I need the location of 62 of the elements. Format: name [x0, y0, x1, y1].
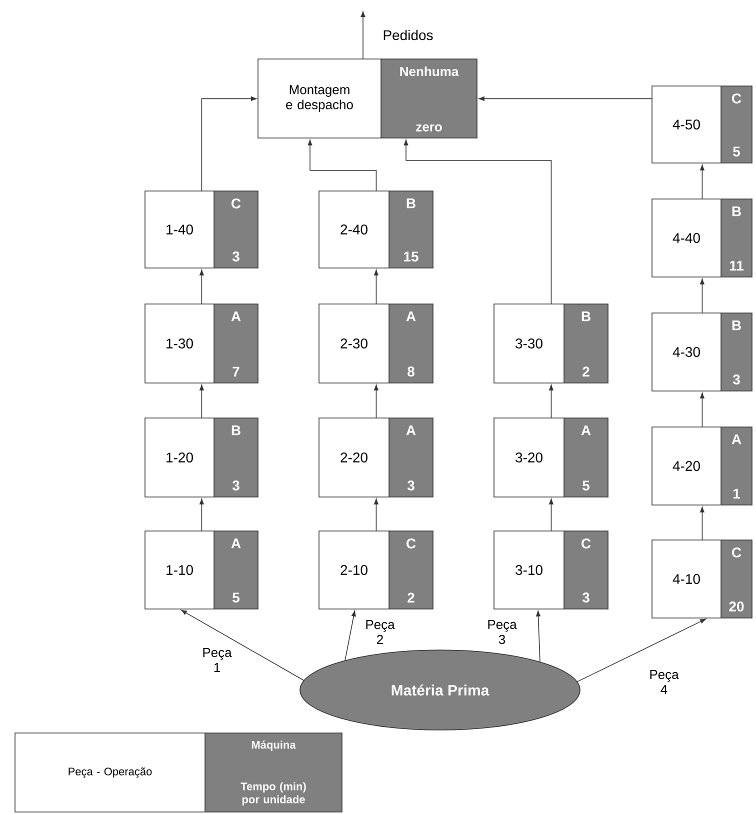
arrow	[404, 140, 552, 304]
edge-label: Pedidos	[382, 28, 434, 42]
operation-box: 4-20 A 1	[652, 426, 752, 506]
operation-box: 2-30 A 8	[318, 304, 434, 384]
edge-label: Peça 4	[648, 669, 680, 695]
operation-box: 2-10 C 2	[318, 530, 434, 610]
edge-label: Peça 2	[364, 619, 396, 645]
node-label: Montagem e despacho	[286, 85, 353, 112]
arrow	[374, 270, 378, 304]
node-label: 2-10	[340, 565, 368, 575]
arrow	[199, 384, 204, 418]
arrow	[308, 140, 377, 192]
arrow	[374, 384, 378, 418]
legend-box: Peça - Operação Máquina Tempo (min) por unidade	[14, 732, 342, 812]
arrow	[576, 618, 706, 682]
arrow	[548, 498, 554, 532]
arrow	[344, 610, 356, 661]
operation-box: 1-20 B 3	[144, 418, 258, 498]
arrow	[700, 506, 704, 540]
operation-box: 4-50 C 5	[652, 86, 752, 164]
arrow	[700, 392, 704, 428]
node-label: Peça - Operação	[68, 767, 152, 778]
arrow	[199, 270, 204, 304]
node-label: 1-10	[166, 565, 193, 575]
arrow	[199, 498, 204, 532]
node-label: 3-20	[516, 452, 542, 462]
arrow	[700, 278, 704, 314]
operation-box: 4-40 B 11	[652, 198, 752, 278]
node-label: 1-20	[166, 452, 193, 462]
node-label: 4-40	[672, 233, 700, 243]
edge-label: Peça 3	[486, 618, 518, 646]
arrow	[374, 498, 378, 532]
arrow	[181, 610, 304, 681]
node-label: 2-40	[340, 224, 368, 234]
arrow	[700, 164, 704, 200]
operation-box: 1-10 A 5	[144, 530, 258, 610]
arrow	[360, 11, 366, 60]
node-label: 4-30	[672, 347, 700, 357]
node-label: 4-10	[672, 574, 700, 584]
operation-box: 2-20 A 3	[318, 418, 434, 498]
operation-box: 4-30 B 3	[652, 312, 752, 392]
operation-box: 2-40 B 15	[318, 190, 434, 268]
operation-box: 3-20 A 5	[494, 418, 608, 498]
node-label: 2-20	[340, 452, 368, 462]
operation-box: 3-30 B 2	[494, 304, 608, 384]
arrow	[536, 610, 540, 662]
node-label: 4-50	[672, 120, 700, 130]
arrow	[548, 384, 554, 418]
arrow	[478, 96, 652, 101]
node-label: 1-30	[166, 338, 193, 348]
node-label: 3-10	[516, 565, 542, 575]
operation-box: 4-10 C 20	[652, 540, 752, 618]
operation-box: 1-40 C 3	[144, 190, 258, 268]
arrow	[201, 96, 257, 192]
node-label: 4-20	[672, 461, 700, 471]
edge-label: Peça 1	[201, 647, 233, 673]
operation-box: 1-30 A 7	[144, 304, 258, 384]
operation-box: 3-10 C 3	[494, 530, 608, 610]
node-label: 3-30	[516, 338, 542, 348]
assembly-box: Montagem e despacho Nenhuma zero	[258, 58, 478, 138]
node-label: 1-40	[166, 224, 193, 234]
node-label: 2-30	[340, 338, 368, 348]
